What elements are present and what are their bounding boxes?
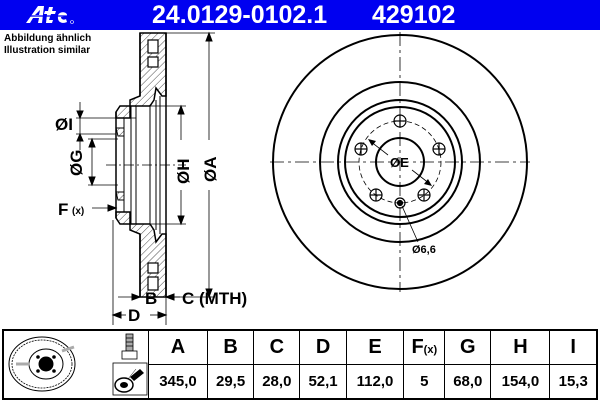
header-row: A B C D E F(x) G H I xyxy=(2,329,598,400)
brake-disc-icon xyxy=(8,336,76,392)
header-bar: 24.0129-0102.1 429102 xyxy=(0,0,600,30)
value-D: 52,1 xyxy=(299,364,347,400)
illustration-note: Abbildung ähnlich Illustration similar xyxy=(4,33,91,57)
ean-number: 429102 xyxy=(372,1,456,29)
label-D: D xyxy=(128,306,140,325)
label-B: B xyxy=(145,289,157,308)
value-I: 15,3 xyxy=(549,364,598,400)
value-B: 29,5 xyxy=(206,364,255,400)
label-C-mth: C (MTH) xyxy=(182,289,247,308)
dimensions-table: A B C D E F(x) G H I 345,0 29,5 28,0 52,… xyxy=(2,329,598,400)
ate-logo xyxy=(24,6,74,24)
icon-cell xyxy=(2,329,149,400)
label-hole-dia: Ø6,6 xyxy=(412,244,436,256)
value-H: 154,0 xyxy=(490,364,551,400)
label-dia-H: ØH xyxy=(174,159,193,185)
label-dia-E: ØE xyxy=(390,155,409,170)
label-F: F xyxy=(58,200,68,219)
header-B: B xyxy=(206,329,255,365)
header-I: I xyxy=(549,329,598,365)
header-F: F(x) xyxy=(403,329,446,365)
front-view xyxy=(270,32,530,292)
header-G: G xyxy=(444,329,492,365)
header-C: C xyxy=(253,329,301,365)
header-A: A xyxy=(148,329,208,365)
label-dia-A: ØA xyxy=(201,157,220,183)
header-D: D xyxy=(299,329,347,365)
bolt-icon xyxy=(121,333,138,360)
header-E: E xyxy=(345,329,405,365)
part-number: 24.0129-0102.1 xyxy=(152,1,328,29)
note-german: Abbildung ähnlich xyxy=(4,33,92,44)
header-F-label: F xyxy=(411,336,424,358)
header-F-sub: (x) xyxy=(423,344,438,356)
value-G: 68,0 xyxy=(444,364,492,400)
label-dia-G: ØG xyxy=(67,150,86,176)
dimension-lines xyxy=(76,31,215,325)
spray-cleaning-icon xyxy=(112,362,148,396)
label-dia-I: ØI xyxy=(55,115,73,134)
technical-drawing: ØI ØG ØH ØA F (x) B C (MTH) D xyxy=(55,31,530,325)
header-H: H xyxy=(490,329,551,365)
value-C: 28,0 xyxy=(253,364,301,400)
value-F: 5 xyxy=(403,364,446,400)
label-F-sub: (x) xyxy=(72,206,84,217)
note-english: Illustration similar xyxy=(4,45,91,56)
value-row: 345,0 29,5 28,0 52,1 112,0 5 68,0 154,0 … xyxy=(3,364,598,400)
value-A: 345,0 xyxy=(148,364,208,400)
value-E: 112,0 xyxy=(345,364,405,400)
